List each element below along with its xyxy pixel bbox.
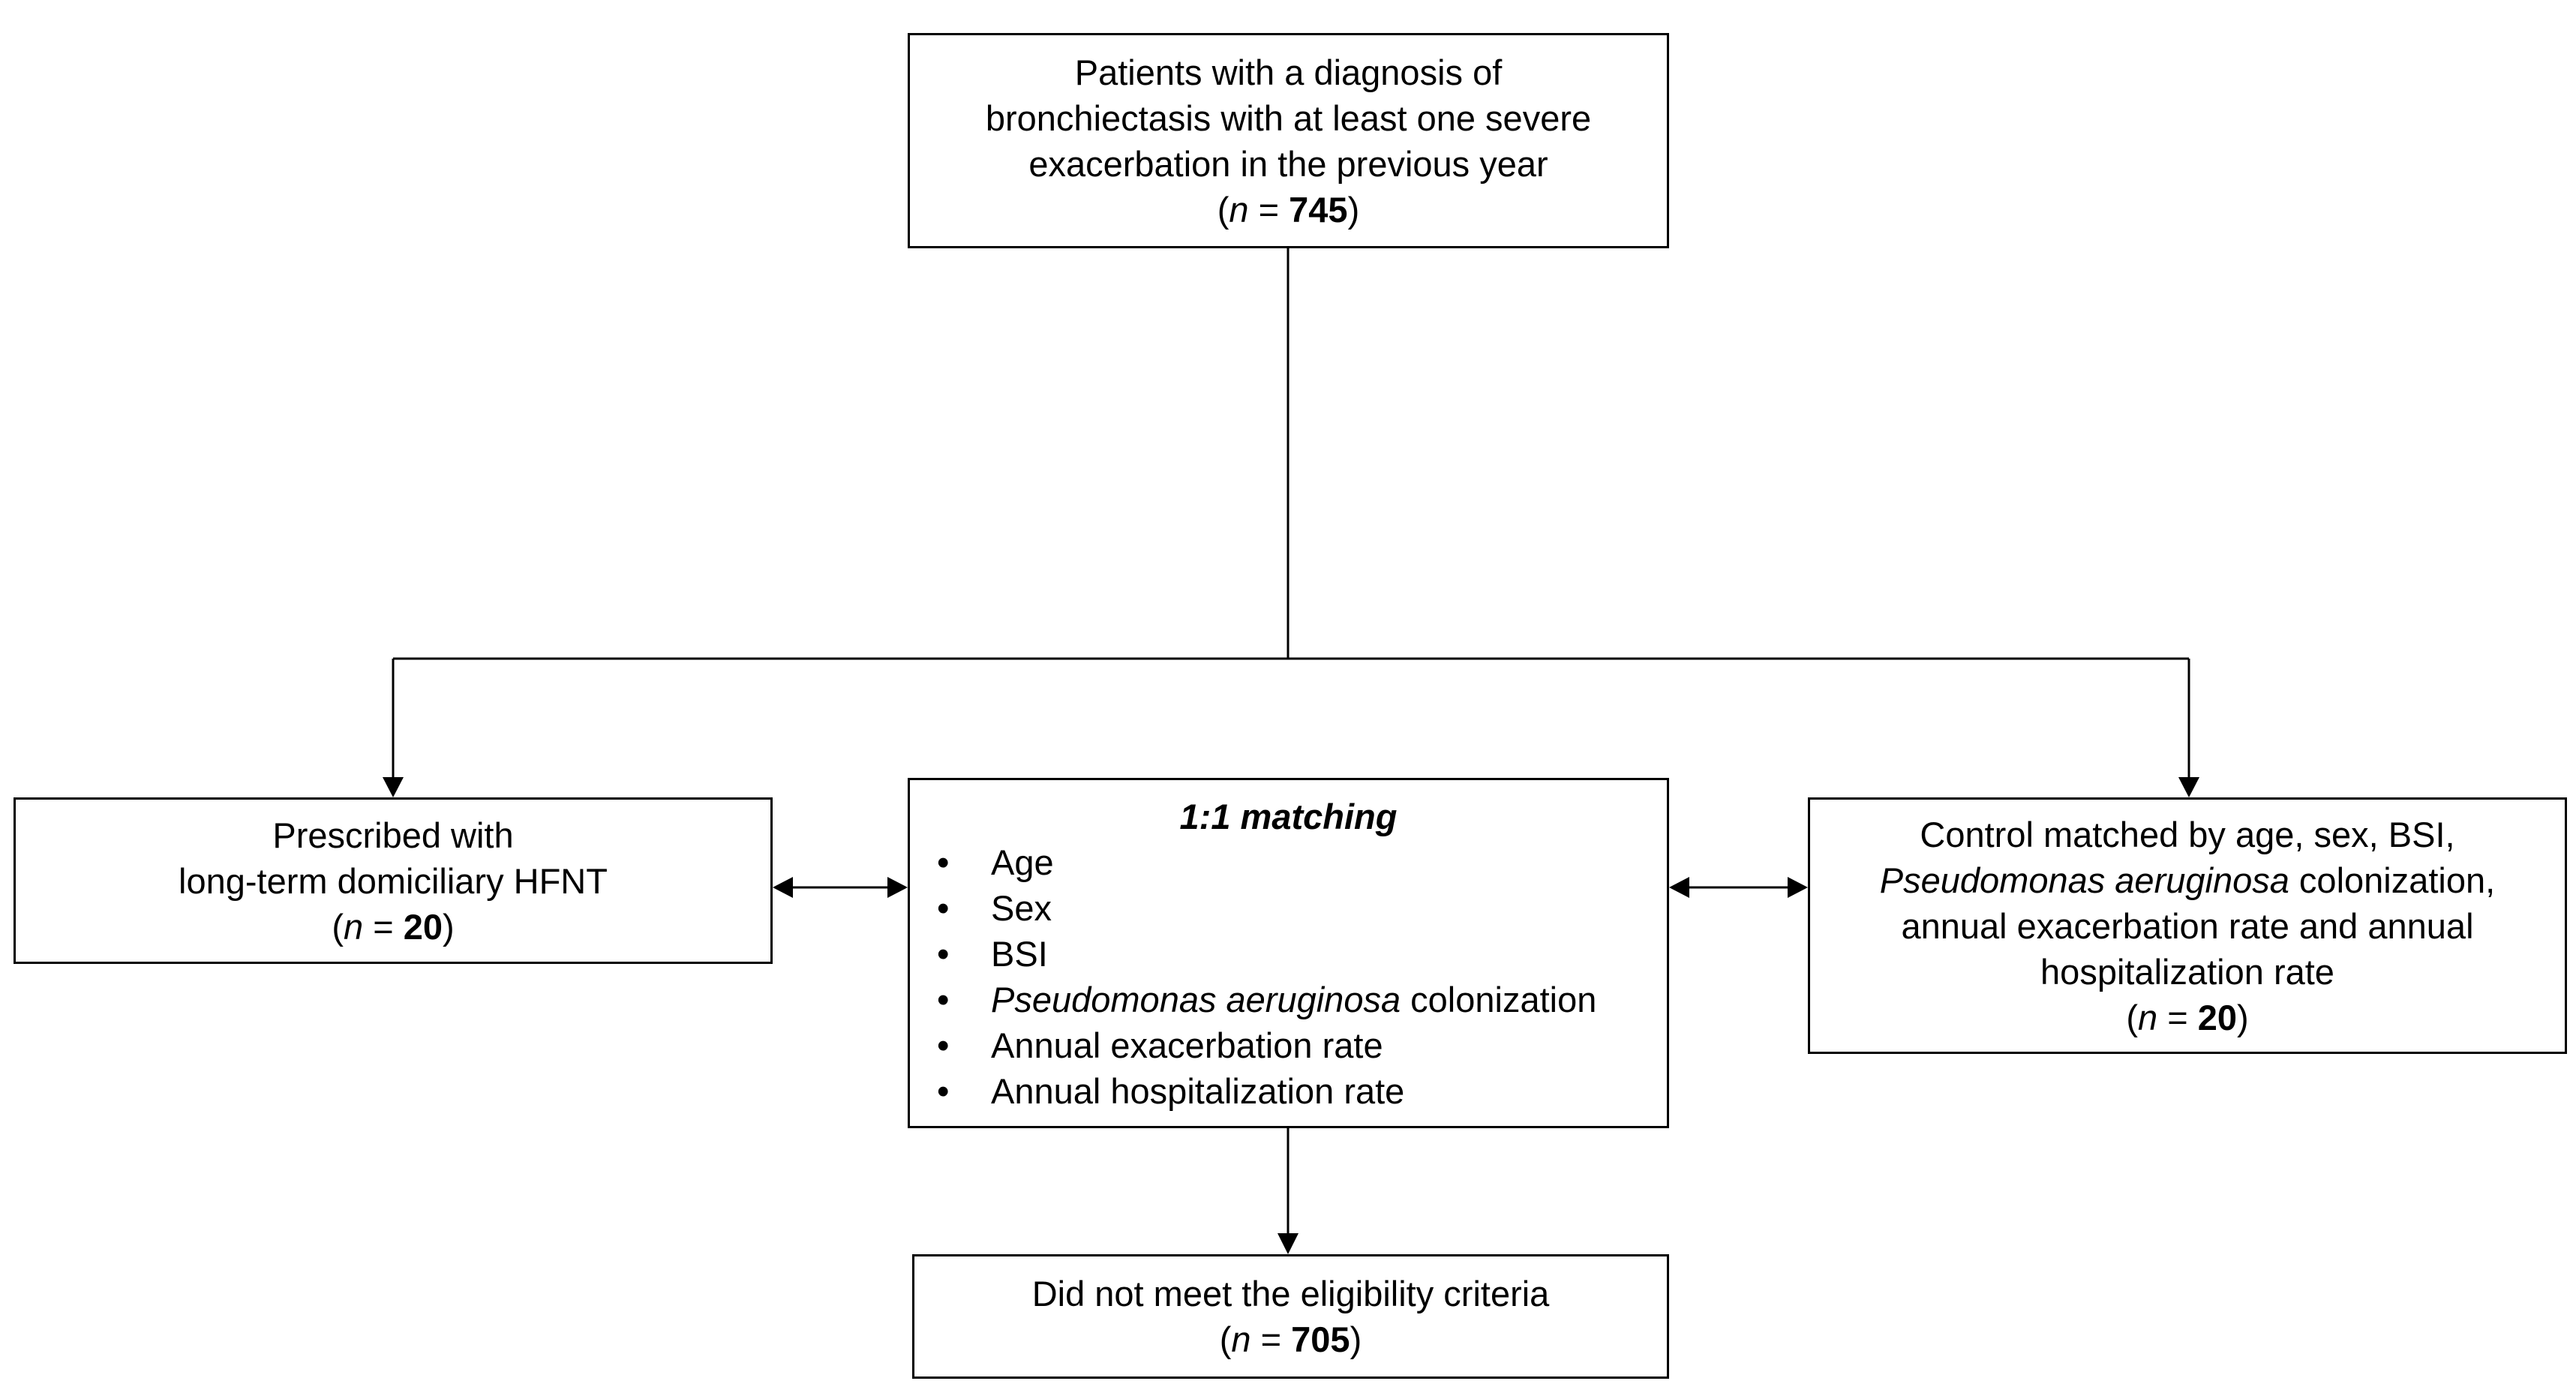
right-line-4: hospitalization rate [2040, 951, 2334, 992]
right-line-1: Control matched by age, sex, BSI, [1920, 814, 2455, 854]
matching-criterion: • Age [910, 839, 1667, 885]
box-matching-criteria: 1:1 matching • Age • Sex • BSI • Pseudomonas ae… [908, 778, 1669, 1128]
matching-criterion: • Annual hospitalization rate [910, 1068, 1667, 1114]
matching-criterion: • Annual exacerbation rate [910, 1022, 1667, 1068]
criterion-text: BSI [991, 934, 1048, 974]
bullet-marker: • [937, 842, 950, 882]
box-excluded: Did not meet the eligibility criteria (n… [912, 1254, 1669, 1379]
matching-criterion: • BSI [910, 931, 1667, 977]
box-hfnt-group: Prescribed with long-term domiciliary HF… [14, 797, 773, 964]
criterion-text: colonization [1401, 980, 1597, 1019]
right-line-2: Pseudomonas aeruginosa colonization, [1879, 860, 2496, 900]
top-line-1: Patients with a diagnosis of [1074, 52, 1503, 92]
criterion-text: Annual hospitalization rate [991, 1071, 1405, 1111]
box-control-group: Control matched by age, sex, BSI, Pseudo… [1808, 797, 2567, 1054]
arrowhead-left-box [383, 777, 404, 797]
right-line-3: annual exacerbation rate and annual [1901, 905, 2474, 946]
left-n-count: (n = 20) [332, 906, 455, 947]
arrowhead-right-inner [1669, 877, 1689, 898]
criterion-italic-text: Pseudomonas aeruginosa [991, 980, 1401, 1019]
top-n-count: (n = 745) [1217, 189, 1360, 230]
bullet-marker: • [937, 980, 950, 1019]
arrowhead-left-outer [773, 877, 793, 898]
top-line-3: exacerbation in the previous year [1028, 143, 1548, 184]
left-line-1: Prescribed with [272, 815, 514, 855]
arrowhead-right-outer [1788, 877, 1808, 898]
bullet-marker: • [937, 1025, 950, 1065]
arrowhead-left-inner [887, 877, 908, 898]
criterion-text: Annual exacerbation rate [991, 1025, 1383, 1065]
criterion-text: Sex [991, 888, 1052, 928]
bullet-marker: • [937, 888, 950, 928]
matching-criterion: • Sex [910, 885, 1667, 931]
arrowhead-bottom-box [1277, 1233, 1299, 1254]
bullet-marker: • [937, 1071, 950, 1111]
top-line-2: bronchiectasis with at least one severe [985, 98, 1592, 138]
bullet-marker: • [937, 934, 950, 974]
box-eligible-patients: Patients with a diagnosis of bronchiecta… [908, 33, 1669, 248]
bottom-line-1: Did not meet the eligibility criteria [1031, 1274, 1550, 1313]
arrowhead-right-box [2178, 777, 2199, 797]
matching-criterion: • Pseudomonas aeruginosa colonization [910, 977, 1667, 1022]
criterion-text: Age [991, 842, 1054, 882]
right-n-count: (n = 20) [2126, 997, 2249, 1037]
bottom-n-count: (n = 705) [1219, 1319, 1362, 1359]
matching-title: 1:1 matching [1179, 797, 1398, 836]
matching-criteria-list: • Age • Sex • BSI • Pseudomonas aeruginosa colo… [910, 839, 1667, 1114]
left-line-2: long-term domiciliary HFNT [179, 860, 608, 901]
